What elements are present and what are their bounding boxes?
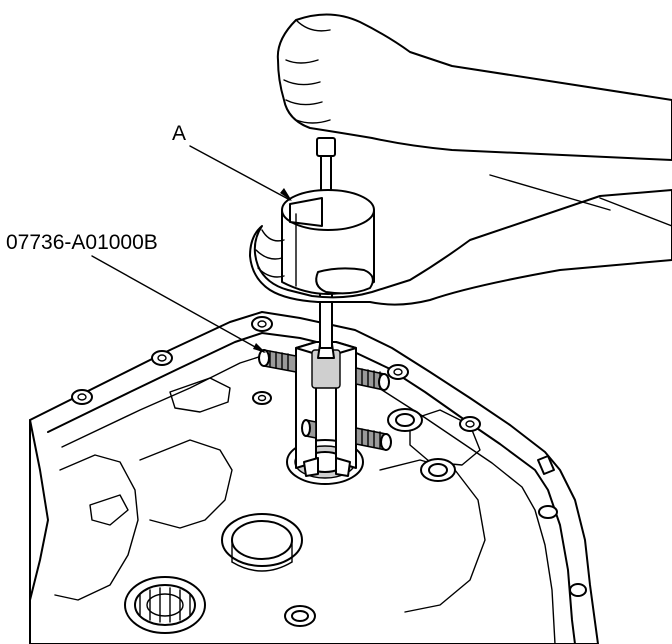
washer xyxy=(284,605,316,627)
hand xyxy=(249,13,672,306)
threaded-stud xyxy=(258,349,390,391)
callout-part-number: 07736-A01000B xyxy=(6,231,158,254)
o-ring xyxy=(387,408,456,482)
bolt-boss xyxy=(71,316,587,597)
seal-puller-tool xyxy=(258,341,392,477)
needle-bearing xyxy=(124,576,206,634)
callout-label-a: A xyxy=(172,122,187,145)
leader-line xyxy=(91,145,292,353)
threaded-stud xyxy=(301,419,392,451)
bearing-bore xyxy=(221,513,303,572)
